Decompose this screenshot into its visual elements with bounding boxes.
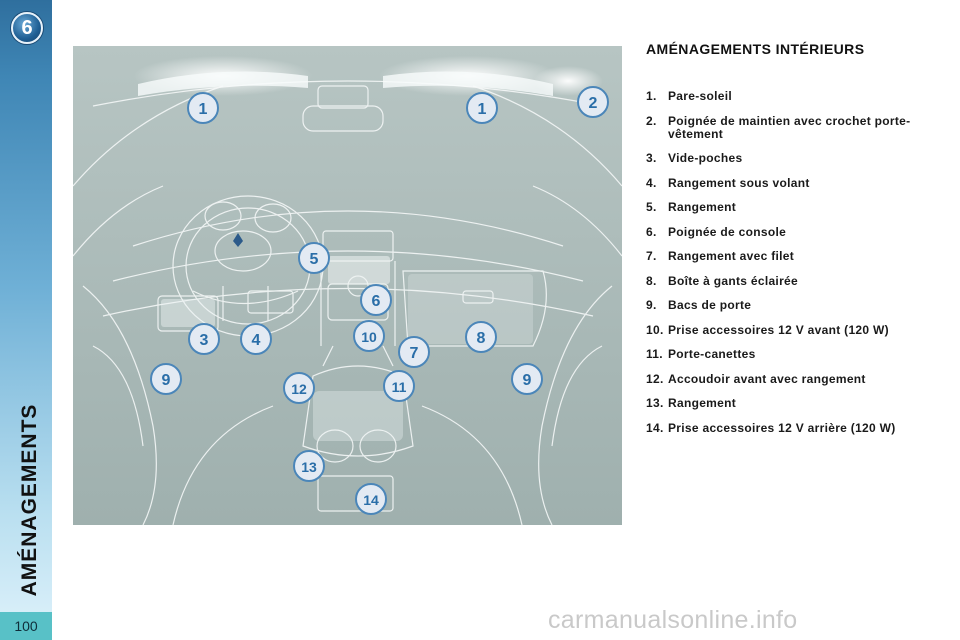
callout-13: 13 <box>293 450 325 482</box>
svg-text:6: 6 <box>372 293 381 310</box>
svg-text:13: 13 <box>301 459 317 475</box>
legend-item-text: Rangement avec filet <box>668 249 795 263</box>
legend-item-number: 6. <box>646 224 657 239</box>
legend-item-number: 1. <box>646 89 657 103</box>
svg-text:2: 2 <box>589 95 598 112</box>
legend-item-number: 4. <box>646 175 657 190</box>
legend-item: 7. Rangement avec filet <box>646 250 936 263</box>
legend-item-number: 14. <box>646 420 664 435</box>
legend-item-number: 9. <box>646 298 657 312</box>
legend-item-text: Prise accessoires 12 V avant (120 W) <box>668 322 889 337</box>
legend-item-number: 2. <box>646 113 657 128</box>
legend-item: 11. Porte-canettes <box>646 348 936 361</box>
legend-item: 1. Pare-soleil <box>646 90 936 103</box>
svg-text:11: 11 <box>392 379 407 395</box>
callout-7: 7 <box>398 336 430 368</box>
legend-item: 9. Bacs de porte <box>646 299 936 312</box>
legend-item-text: Rangement <box>668 200 737 214</box>
callout-9b: 9 <box>511 363 543 395</box>
callout-10: 10 <box>353 320 385 352</box>
chapter-side-tab: 6 AMÉNAGEMENTS <box>0 0 52 640</box>
page-number: 100 <box>0 612 52 640</box>
legend-item-number: 3. <box>646 151 657 165</box>
svg-text:7: 7 <box>410 345 419 362</box>
legend-item-text: Pare-soleil <box>668 89 732 103</box>
interior-line-drawing: 1 1 2 5 6 3 4 <box>73 46 622 525</box>
legend-item-text: Accoudoir avant avec rangement <box>668 371 866 386</box>
callout-4: 4 <box>240 323 272 355</box>
legend-item: 13. Rangement <box>646 397 936 410</box>
chapter-number-badge: 6 <box>11 12 43 44</box>
callout-1b: 1 <box>466 92 498 124</box>
callout-14: 14 <box>355 483 387 515</box>
callout-6: 6 <box>360 284 392 316</box>
legend-item: 3. Vide-poches <box>646 152 936 165</box>
chapter-title: AMÉNAGEMENTS <box>18 403 41 597</box>
svg-text:5: 5 <box>310 251 319 268</box>
svg-text:12: 12 <box>291 381 307 397</box>
callout-3: 3 <box>188 323 220 355</box>
legend-item: 8. Boîte à gants éclairée <box>646 273 936 288</box>
callout-8: 8 <box>465 321 497 353</box>
legend-item: 12. Accoudoir avant avec rangement <box>646 371 936 386</box>
legend-item-text: Porte-canettes <box>668 347 756 361</box>
legend-item: 14. Prise accessoires 12 V arrière (120 W… <box>646 420 936 435</box>
legend-item-text: Poignée de console <box>668 224 787 239</box>
legend-item-number: 12. <box>646 371 664 386</box>
legend-item-text: Bacs de porte <box>668 298 752 312</box>
legend-item: 4. Rangement sous volant <box>646 175 936 190</box>
legend-item: 5. Rangement <box>646 201 936 214</box>
callout-9a: 9 <box>150 363 182 395</box>
legend-item-text: Prise accessoires 12 V arrière (120 W) <box>668 420 896 435</box>
callout-1a: 1 <box>187 92 219 124</box>
svg-text:8: 8 <box>477 330 486 347</box>
interior-illustration: 1 1 2 5 6 3 4 <box>73 46 622 525</box>
legend-list: 1. Pare-soleil 2. Poignée de maintien avec … <box>646 90 936 446</box>
svg-text:14: 14 <box>363 492 379 508</box>
legend-item-number: 7. <box>646 249 657 263</box>
section-title: AMÉNAGEMENTS INTÉRIEURS <box>646 41 865 57</box>
callout-11: 11 <box>383 370 415 402</box>
legend-item-number: 13. <box>646 396 664 410</box>
svg-text:3: 3 <box>200 332 209 349</box>
legend-item-text: Poignée de maintien avec crochet porte-v… <box>668 113 911 141</box>
svg-text:9: 9 <box>523 372 532 389</box>
legend-item-number: 10. <box>646 322 664 337</box>
callout-12: 12 <box>283 372 315 404</box>
legend-item-number: 11. <box>646 347 663 361</box>
svg-text:4: 4 <box>252 332 261 349</box>
legend-item-number: 8. <box>646 273 657 288</box>
svg-text:1: 1 <box>478 101 487 118</box>
svg-text:1: 1 <box>199 101 208 118</box>
legend-item-text: Rangement <box>668 396 737 410</box>
legend-item: 6. Poignée de console <box>646 224 936 239</box>
svg-text:10: 10 <box>361 329 377 345</box>
callout-5: 5 <box>298 242 330 274</box>
legend-item-text: Boîte à gants éclairée <box>668 273 798 288</box>
svg-text:9: 9 <box>162 372 171 389</box>
watermark: carmanualsonline.info <box>548 606 798 634</box>
legend-item: 10. Prise accessoires 12 V avant (120 W) <box>646 322 936 337</box>
legend-item-text: Rangement sous volant <box>668 175 810 190</box>
legend-item-number: 5. <box>646 200 657 214</box>
callout-2: 2 <box>577 86 609 118</box>
legend-item-text: Vide-poches <box>668 151 743 165</box>
legend-item: 2. Poignée de maintien avec crochet porte… <box>646 113 936 141</box>
